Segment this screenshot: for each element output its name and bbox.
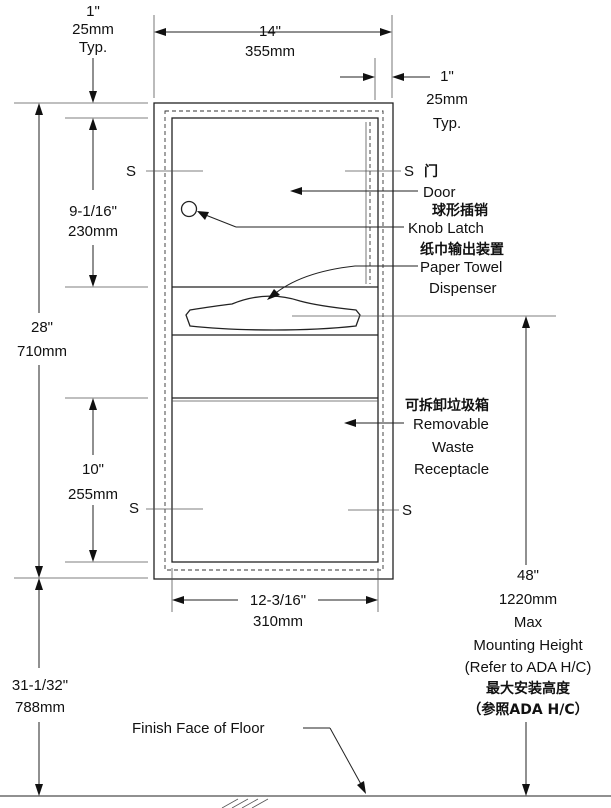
knob-latch-label-cn: 球形插销	[432, 202, 488, 219]
mounting-height-line3: (Refer to ADA H/C)	[465, 659, 592, 676]
door-height-imperial: 9-1/16"	[69, 203, 117, 220]
top-margin-metric: 25mm	[72, 21, 114, 38]
overall-height-imperial: 28"	[31, 319, 53, 336]
inner-width-imperial: 12-3/16"	[250, 592, 306, 609]
receptacle-height-imperial: 10"	[82, 461, 104, 478]
receptacle-label-en2: Waste	[432, 439, 474, 456]
floor-label: Finish Face of Floor	[132, 720, 265, 737]
inner-width-metric: 310mm	[253, 613, 303, 630]
mounting-height-cn-line1: 最大安装高度	[486, 680, 571, 697]
screw-mark-lower-right: S	[402, 502, 412, 519]
dimension-texts: 1" 25mm Typ. 14" 355mm 1" 25mm Typ. 9-1/…	[12, 3, 591, 718]
mounting-height-line1: Max	[514, 614, 543, 631]
mounting-height-imperial: 48"	[517, 567, 539, 584]
cabinet	[153, 102, 394, 580]
extension-lines	[14, 15, 556, 612]
screw-marks: S S S S	[126, 163, 414, 519]
floor-clearance-metric: 788mm	[15, 699, 65, 716]
door-label-en: Door	[423, 184, 456, 201]
dispenser-label-en2: Dispenser	[429, 280, 497, 297]
overall-height-metric: 710mm	[17, 343, 67, 360]
mounting-height-cn-line2: （参照ADA H/C）	[467, 701, 588, 718]
receptacle-label-en1: Removable	[413, 416, 489, 433]
receptacle-height-metric: 255mm	[68, 486, 118, 503]
knob-latch-circle	[180, 200, 198, 218]
door-height-metric: 230mm	[68, 223, 118, 240]
mounting-height-line2: Mounting Height	[473, 637, 583, 654]
screw-mark-upper-left: S	[126, 163, 136, 180]
overall-width-imperial: 14"	[259, 23, 281, 40]
towel-slot-shape	[185, 295, 361, 331]
right-margin-note: Typ.	[433, 115, 461, 132]
floor-clearance-imperial: 31-1/32"	[12, 677, 68, 694]
dispenser-label-en1: Paper Towel	[420, 259, 502, 276]
callout-leaders	[197, 187, 418, 794]
screw-mark-upper-right: S	[404, 163, 414, 180]
door-label-cn: 门	[424, 163, 438, 180]
overall-width-metric: 355mm	[245, 43, 295, 60]
receptacle-label-en3: Receptacle	[414, 461, 489, 478]
outer-flange	[153, 102, 394, 580]
floor	[0, 795, 611, 808]
component-callouts: 门 Door 球形插销 Knob Latch 纸巾输出装置 Paper Towe…	[132, 163, 504, 737]
right-margin-metric: 25mm	[426, 91, 468, 108]
screw-mark-lower-left: S	[129, 500, 139, 517]
dimension-lines	[35, 28, 530, 796]
right-margin-imperial: 1"	[440, 68, 454, 85]
mounting-height-metric: 1220mm	[499, 591, 557, 608]
top-margin-imperial: 1"	[86, 3, 100, 20]
dispenser-label-cn: 纸巾输出装置	[420, 241, 504, 258]
wall-opening-dashed	[164, 110, 384, 571]
knob-latch-label-en: Knob Latch	[408, 220, 484, 237]
top-margin-note: Typ.	[79, 39, 107, 56]
receptacle-label-cn: 可拆卸垃圾箱	[405, 397, 489, 414]
inner-door-frame	[171, 117, 379, 563]
